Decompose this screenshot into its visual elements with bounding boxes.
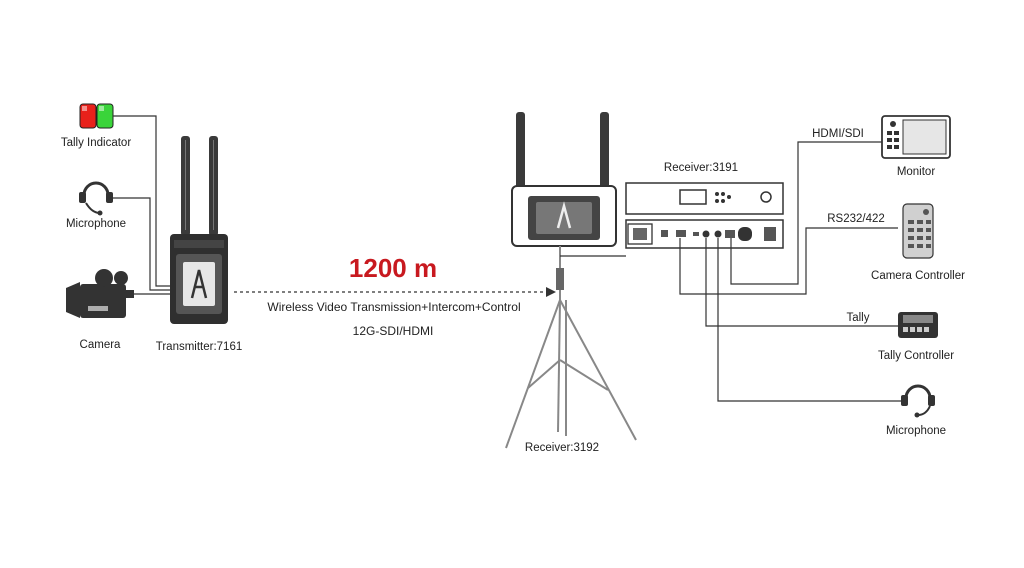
- camera-controller-icon: [902, 203, 934, 259]
- monitor-connection-label: HDMI/SDI: [812, 128, 864, 140]
- receiver-rack-label: Receiver:3191: [664, 162, 738, 174]
- tally-wire: [113, 115, 172, 287]
- receiver-stand-label: Receiver:3192: [525, 442, 599, 454]
- wireless-link-arrow: [546, 287, 556, 297]
- tally-controller-label: Tally Controller: [878, 350, 954, 362]
- transmitter-device: [170, 136, 228, 324]
- tally-controller-wire: [705, 238, 898, 327]
- monitor-icon: [881, 115, 951, 159]
- camera-controller-wire: [679, 227, 898, 295]
- microphone-wire-right: [717, 238, 904, 402]
- microphone-label-left: Microphone: [66, 218, 126, 230]
- monitor-wire: [730, 141, 882, 285]
- tally-indicator-label: Tally Indicator: [61, 137, 131, 149]
- tripod-stand: [505, 246, 637, 449]
- tally-indicator-icon: [79, 103, 114, 129]
- link-description: Wireless Video Transmission+Intercom+Con…: [267, 300, 520, 314]
- microphone-icon: [79, 181, 113, 216]
- distance-label: 1200 m: [349, 253, 437, 283]
- receiver-rack-front: [625, 182, 784, 215]
- camera-icon: [66, 269, 134, 318]
- camera-label: Camera: [80, 339, 122, 351]
- microphone-wire: [108, 197, 172, 291]
- monitor-label: Monitor: [897, 166, 936, 178]
- camera-controller-label: Camera Controller: [871, 270, 965, 282]
- tally-controller-connection-label: Tally: [846, 312, 869, 324]
- microphone-label-right: Microphone: [886, 425, 946, 437]
- tally-controller-icon: [898, 312, 938, 338]
- transmitter-label: Transmitter:7161: [156, 341, 243, 353]
- link-interface: 12G-SDI/HDMI: [353, 324, 434, 338]
- microphone-icon-right: [901, 384, 935, 418]
- receiver-stand-device: [511, 112, 617, 247]
- camera-controller-connection-label: RS232/422: [827, 213, 885, 225]
- receiver-rack-back: [625, 219, 784, 249]
